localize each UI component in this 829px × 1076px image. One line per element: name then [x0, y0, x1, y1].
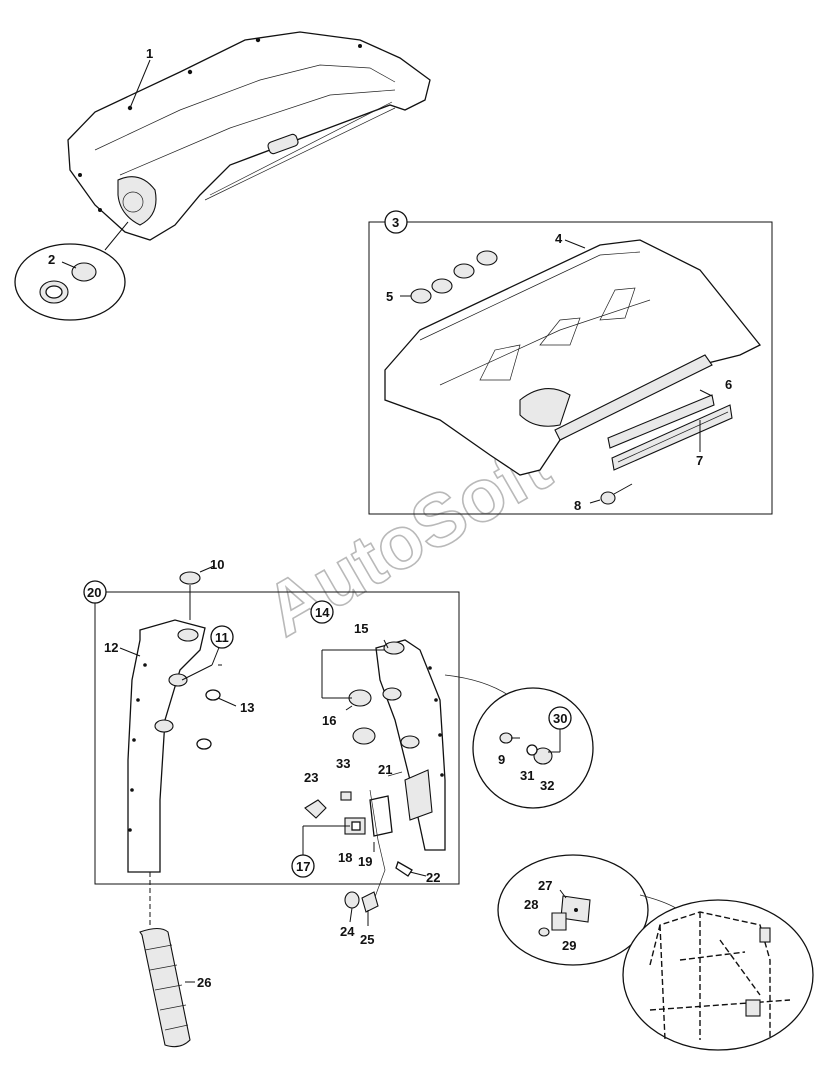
callout-28: 28 — [524, 897, 538, 912]
callout-18: 18 — [338, 850, 352, 865]
headliner-panel — [67, 31, 431, 241]
callout-31: 31 — [520, 768, 534, 783]
callout-22: 22 — [426, 870, 440, 885]
callout-5: 5 — [386, 289, 393, 304]
detail-bubble-2 — [14, 221, 129, 321]
callout-30: 30 — [553, 711, 567, 726]
callout-8: 8 — [574, 498, 581, 513]
callout-13: 13 — [240, 700, 254, 715]
assembly-box-20 — [83, 565, 460, 906]
callout-27: 27 — [538, 878, 552, 893]
callout-26: 26 — [197, 975, 211, 990]
detail-bubble-30 — [444, 674, 594, 809]
callout-4: 4 — [555, 231, 563, 246]
callout-11: 11 — [215, 630, 229, 645]
hose-26 — [139, 872, 195, 1048]
assembly-box-3 — [368, 210, 773, 515]
callout-21: 21 — [378, 762, 392, 777]
callout-3: 3 — [392, 215, 399, 230]
detail-bubble-27-29 — [497, 854, 691, 966]
callout-7: 7 — [696, 453, 703, 468]
callout-6: 6 — [725, 377, 732, 392]
callout-16: 16 — [322, 713, 336, 728]
callout-33: 33 — [336, 756, 350, 771]
callout-19: 19 — [358, 854, 372, 869]
callout-23: 23 — [304, 770, 318, 785]
clips-24-25 — [344, 891, 379, 926]
callout-17: 17 — [296, 859, 310, 874]
callout-9: 9 — [498, 752, 505, 767]
callout-1: 1 — [146, 46, 153, 61]
callout-25: 25 — [360, 932, 374, 947]
callout-15: 15 — [354, 621, 368, 636]
callout-10: 10 — [210, 557, 224, 572]
callout-32: 32 — [540, 778, 554, 793]
callout-20: 20 — [87, 585, 101, 600]
callout-24: 24 — [340, 924, 355, 939]
vehicle-frame-view — [622, 899, 814, 1051]
callout-12: 12 — [104, 640, 118, 655]
callout-2: 2 — [48, 252, 55, 267]
callout-29: 29 — [562, 938, 576, 953]
callout-14: 14 — [315, 605, 330, 620]
